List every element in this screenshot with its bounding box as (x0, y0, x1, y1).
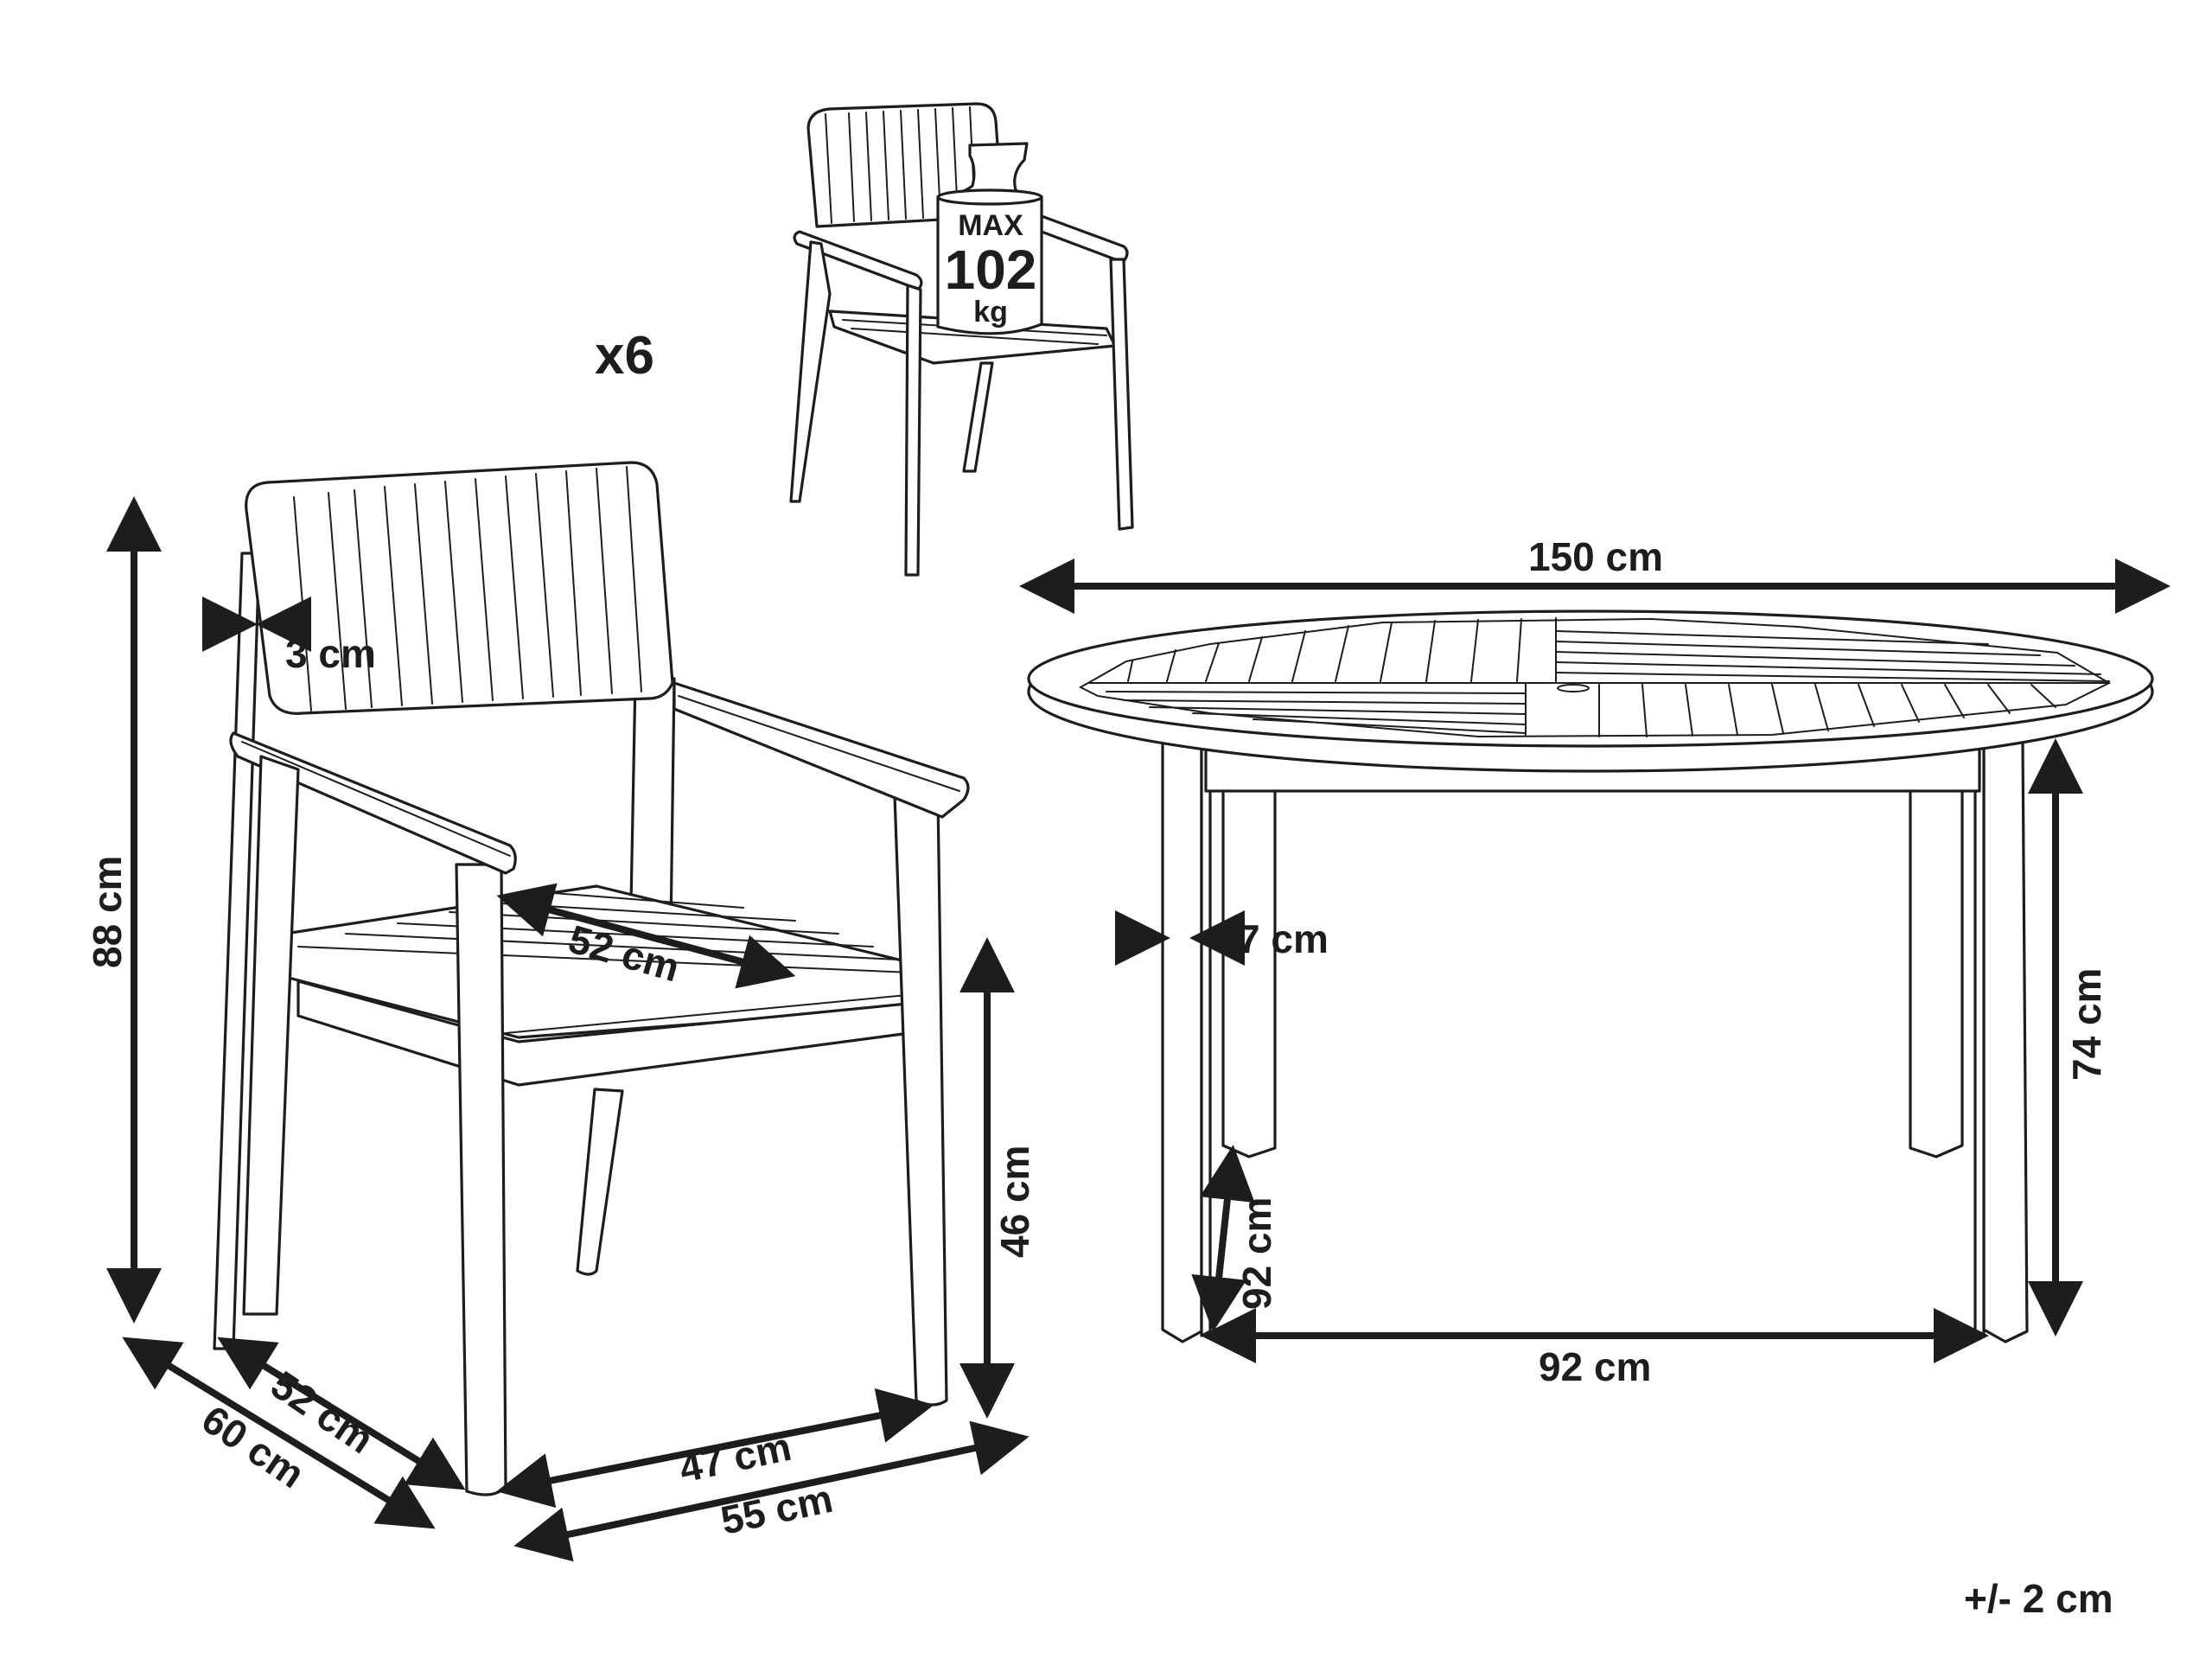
max-label: MAX (958, 209, 1023, 242)
label-7cm: 7 cm (1238, 916, 1329, 961)
max-weight-icon: MAX 102 kg (936, 142, 1043, 335)
quantity-label: x6 (595, 326, 654, 386)
label-150cm: 150 cm (1528, 534, 1663, 579)
dim-table-height: 74 cm (2028, 738, 2109, 1337)
dim-leg-span-depth: 92 cm (1191, 1145, 1279, 1332)
dim-seat-height: 46 cm (959, 937, 1037, 1419)
max-value: 102 (945, 239, 1037, 301)
label-74cm: 74 cm (2064, 968, 2109, 1081)
table-illustration (1027, 609, 2154, 1343)
label-92cm-width: 92 cm (1539, 1344, 1651, 1389)
label-3cm: 3 cm (285, 631, 376, 676)
label-46cm: 46 cm (992, 1145, 1037, 1258)
label-55cm: 55 cm (717, 1476, 836, 1543)
tolerance-note: +/- 2 cm (1964, 1576, 2113, 1621)
label-88cm: 88 cm (85, 856, 130, 968)
dim-leg-width: 7 cm (1115, 910, 1329, 966)
max-unit: kg (973, 296, 1008, 329)
label-47cm: 47 cm (675, 1424, 794, 1491)
small-chair-illustration: MAX 102 kg (789, 102, 1134, 577)
label-92cm-depth: 92 cm (1234, 1197, 1279, 1310)
large-chair-illustration (213, 461, 970, 1496)
dim-chair-height: 88 cm (85, 496, 162, 1324)
dim-backrest-thickness: 3 cm (202, 597, 376, 676)
dim-inner-width: 47 cm (496, 1388, 934, 1509)
dim-leg-span-width: 92 cm (1201, 1308, 1989, 1389)
dim-table-diameter: 150 cm (1019, 534, 2171, 614)
